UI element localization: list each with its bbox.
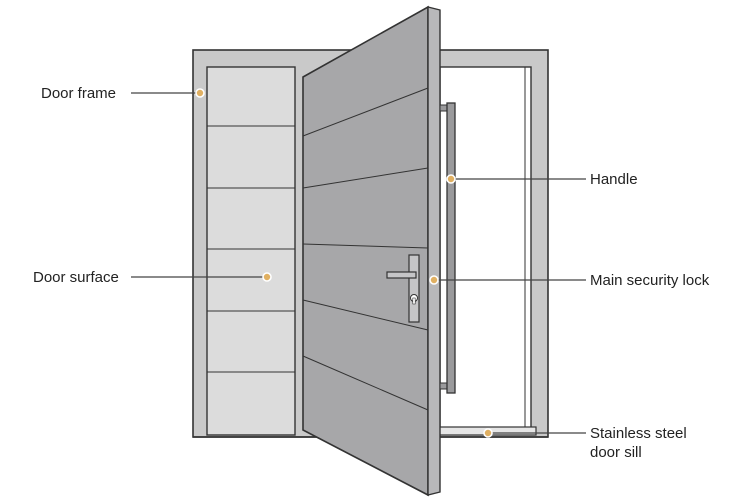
door-leaf-groove xyxy=(302,355,429,411)
security-lock xyxy=(386,254,420,323)
door-leaf-groove xyxy=(302,167,429,189)
door-leaf-edge xyxy=(427,6,441,496)
callout-dots xyxy=(195,88,493,438)
callout-dot-door-sill xyxy=(483,428,493,438)
label-main-security-lock: Main security lock xyxy=(590,272,710,289)
door-leaf-face xyxy=(302,5,429,497)
pull-handle xyxy=(439,102,456,394)
side-panel-body xyxy=(206,66,296,436)
callout-dot-main-security-lock xyxy=(429,275,439,285)
label-door-frame: Door frame xyxy=(41,85,117,102)
label-door-surface: Door surface xyxy=(33,269,119,286)
label-door-sill: Stainless steel door sill xyxy=(590,424,740,462)
lock-plate xyxy=(408,254,420,323)
leader-lines xyxy=(131,92,586,434)
lock-keyhole-slot xyxy=(412,297,416,305)
callout-dot-handle xyxy=(446,174,456,184)
side-panel xyxy=(206,66,296,436)
door-leaf-groove xyxy=(302,243,429,249)
callout-dot-door-surface xyxy=(262,272,272,282)
door-leaf xyxy=(302,5,441,497)
label-door-sill-line1: Stainless steel xyxy=(590,425,687,442)
callout-dot-door-frame xyxy=(195,88,205,98)
door-sill-plate xyxy=(425,426,537,436)
label-door-sill-line2: door sill xyxy=(590,444,642,461)
label-handle: Handle xyxy=(590,171,638,188)
door-leaf-groove xyxy=(302,87,429,137)
door-leaf-groove xyxy=(302,299,429,331)
lock-lever xyxy=(386,271,417,279)
pull-handle-bar xyxy=(446,102,456,394)
